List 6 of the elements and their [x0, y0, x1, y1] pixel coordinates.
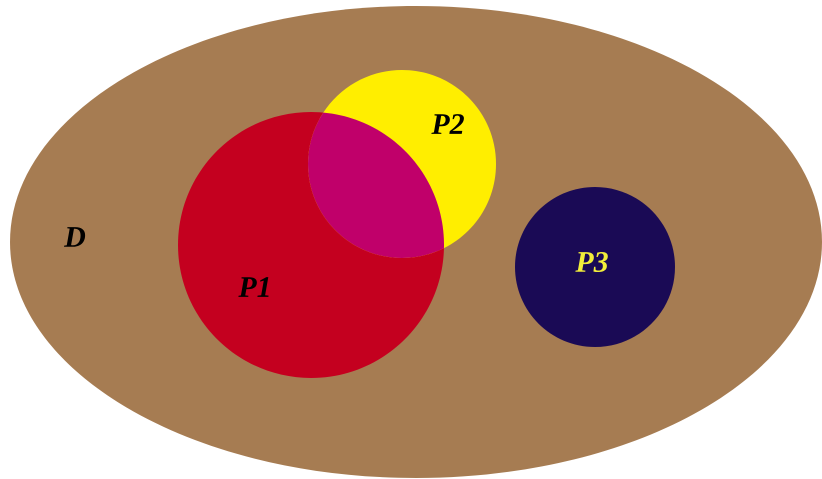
circle: [515, 186, 675, 347]
set-label: P3: [575, 252, 608, 272]
set-label: D: [64, 227, 86, 247]
set-label: P2: [431, 114, 464, 134]
set-label: P1: [238, 277, 269, 297]
circle: [308, 70, 496, 258]
